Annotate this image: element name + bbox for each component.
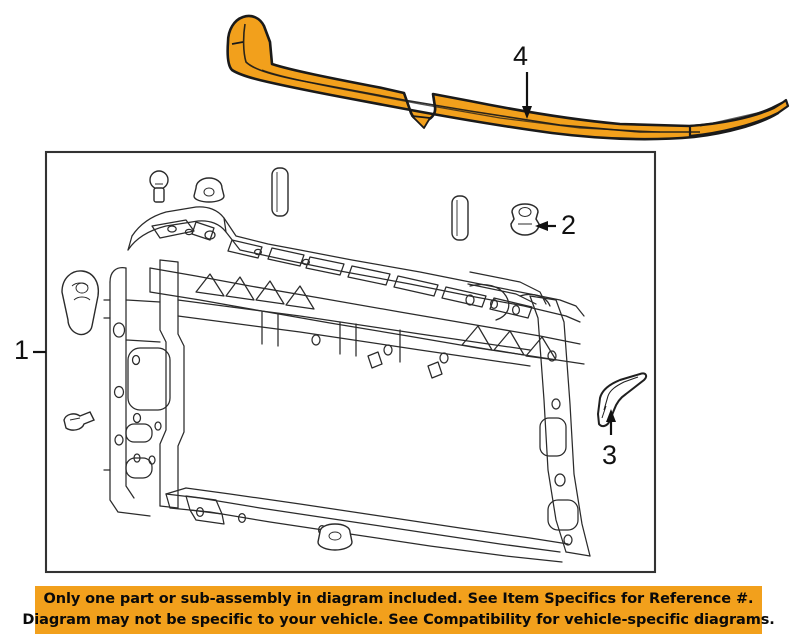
fasteners-group	[61, 167, 469, 551]
clip-nut-icon	[193, 177, 225, 203]
rivet-icon	[63, 411, 95, 431]
bolt-icon	[149, 170, 169, 203]
support-line-art	[103, 206, 591, 563]
callout-label-3: 3	[602, 440, 618, 470]
upper-tie-bar-shape	[226, 14, 790, 141]
pin-icon-left	[271, 167, 289, 217]
assembly-bounding-box	[44, 150, 657, 574]
pin-icon-right	[451, 195, 469, 241]
callout-label-2: 2	[561, 210, 577, 240]
callout-label-1: 1	[14, 335, 30, 365]
callout-label-4: 4	[513, 41, 529, 71]
disclaimer-line-1: Only one part or sub-assembly in diagram…	[43, 590, 754, 607]
teardrop-bracket-icon	[61, 270, 100, 336]
disclaimer-line-2: Diagram may not be specific to your vehi…	[22, 612, 775, 628]
push-clip-icon	[317, 523, 353, 551]
disclaimer-banner: Only one part or sub-assembly in diagram…	[22, 586, 775, 634]
